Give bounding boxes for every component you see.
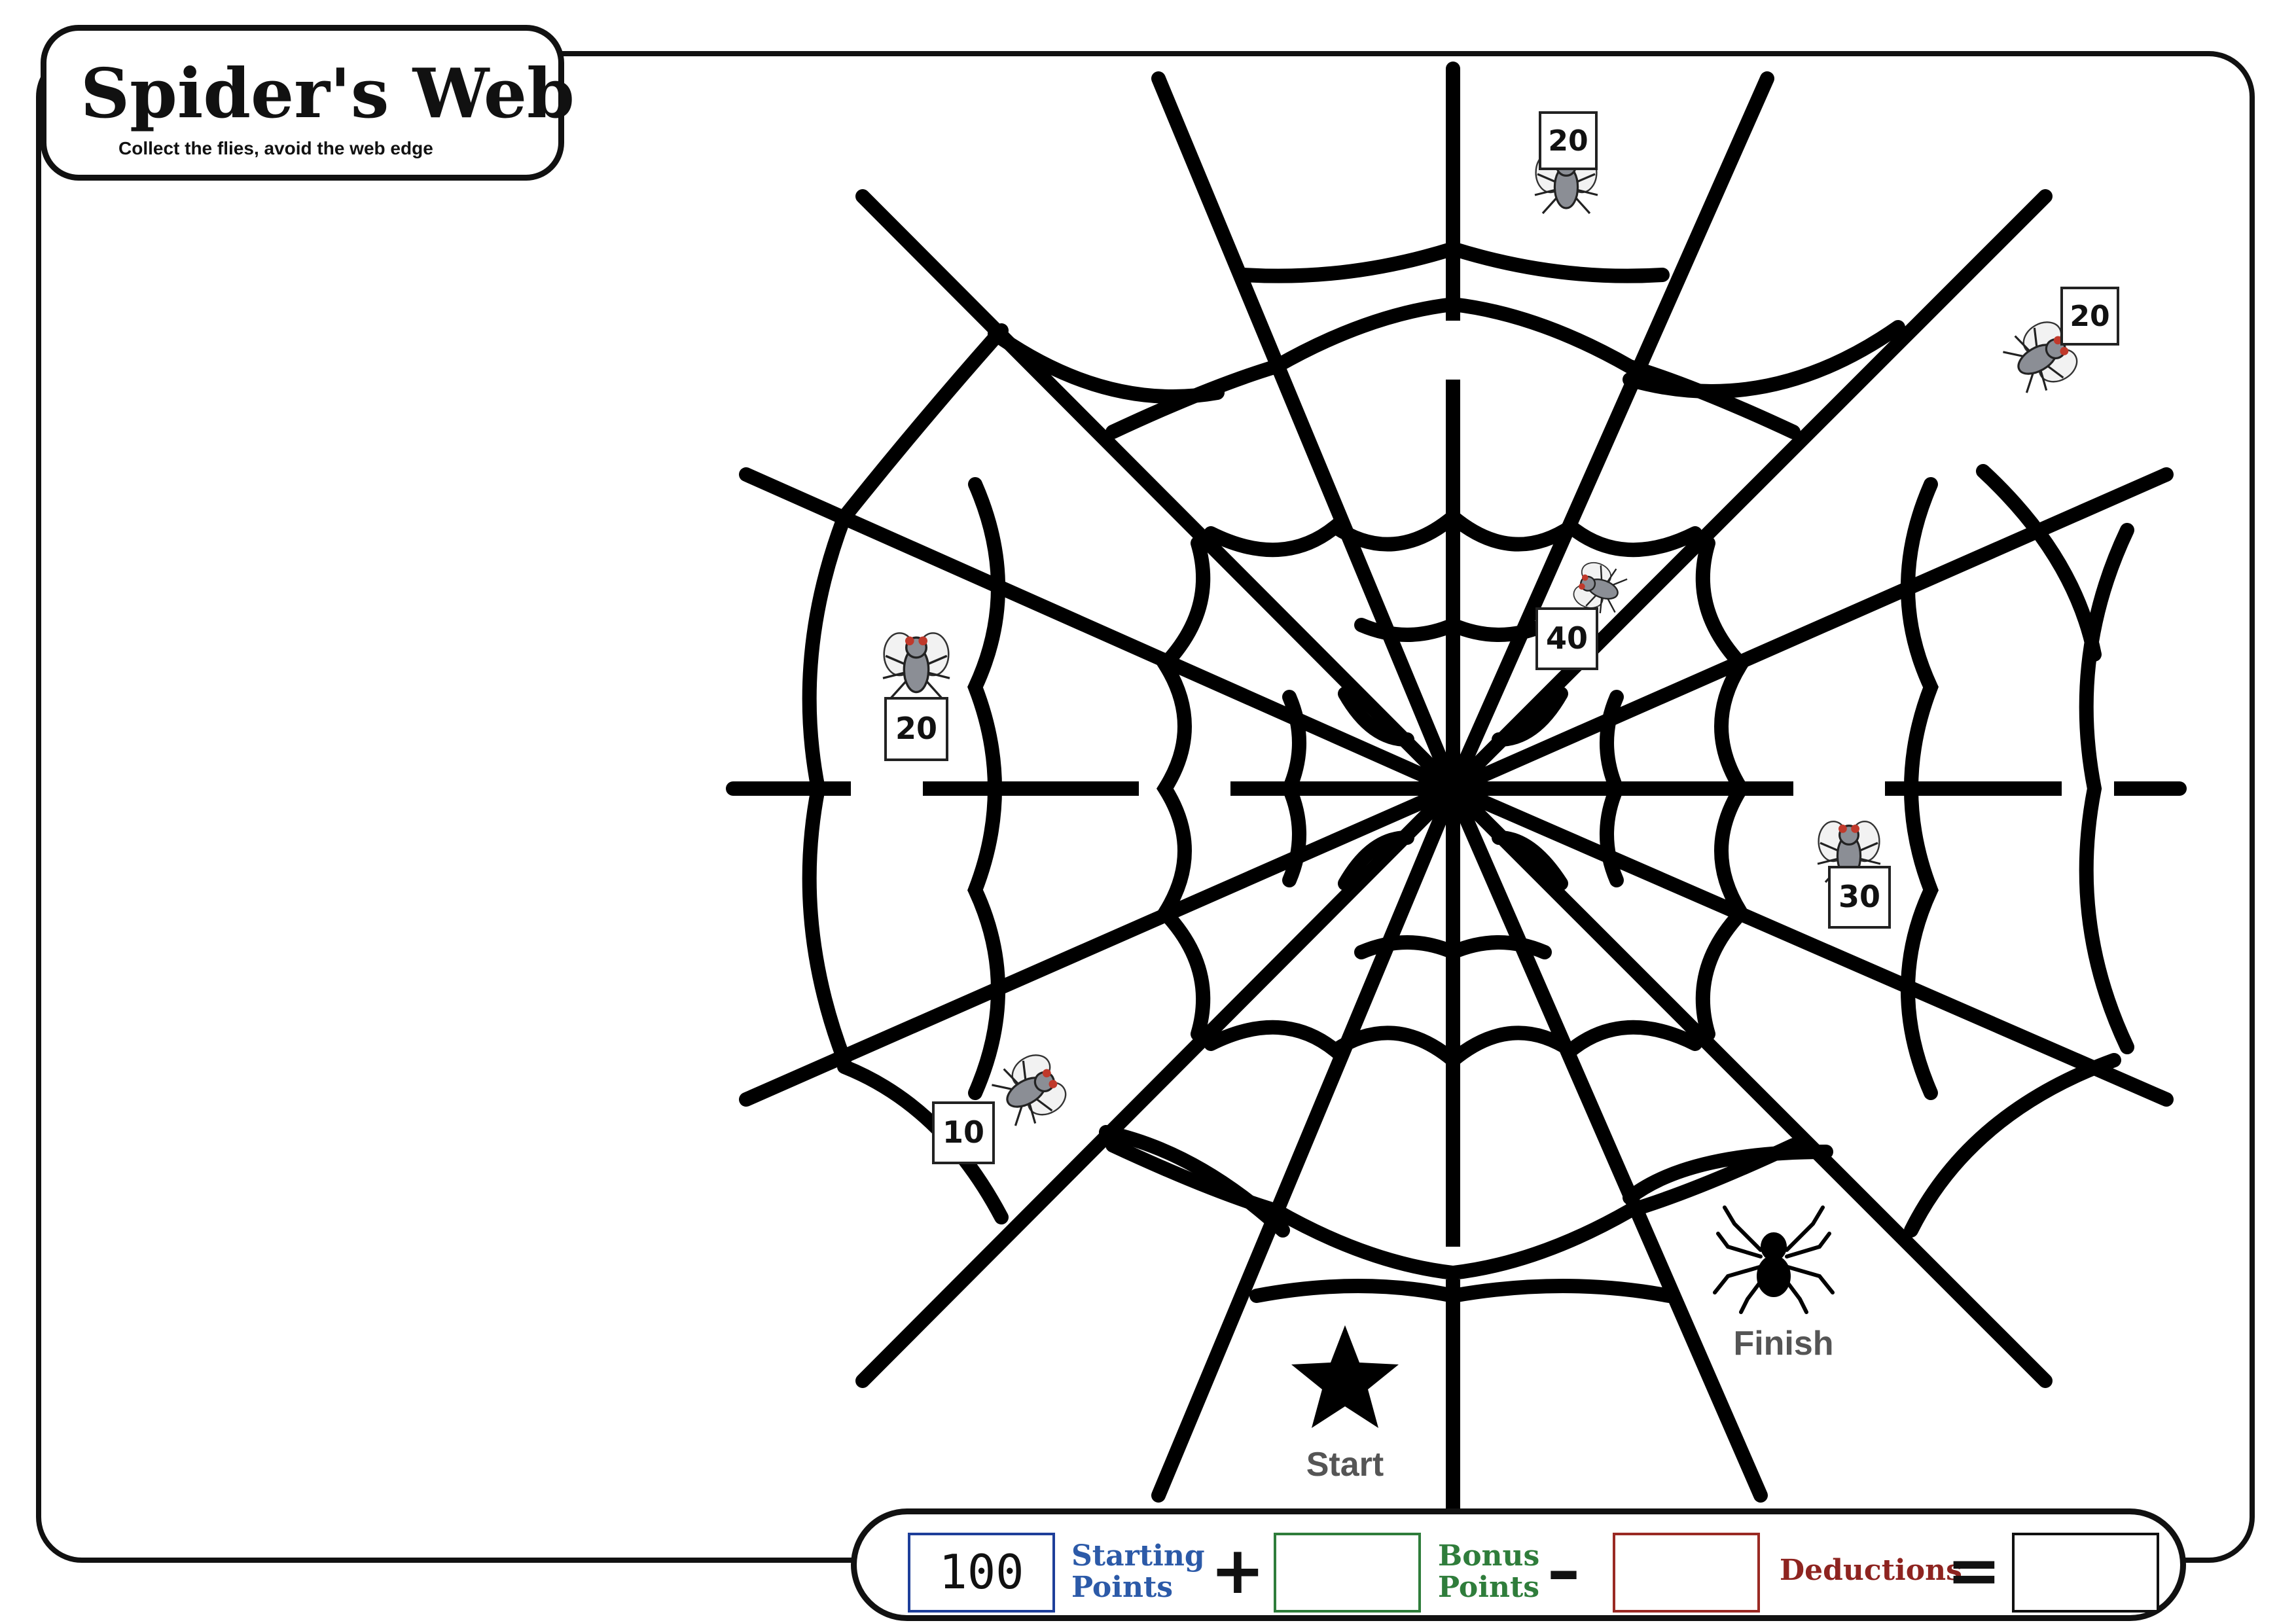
web-spiral bbox=[1623, 1145, 1833, 1205]
fly-points-badge: 20 bbox=[1539, 111, 1598, 170]
web-spiral bbox=[1249, 1279, 1676, 1304]
web-spiral bbox=[1236, 241, 1670, 283]
web-spiral bbox=[1354, 617, 1552, 642]
web-spiral bbox=[1976, 464, 2102, 662]
web-spiral bbox=[1282, 690, 1306, 887]
web-spiral-threads bbox=[802, 241, 2134, 1304]
plus-sign: + bbox=[1210, 1532, 1265, 1609]
bonus-points-box[interactable] bbox=[1274, 1533, 1421, 1613]
web-spiral bbox=[1492, 830, 1568, 891]
web-thread bbox=[1446, 781, 1768, 1503]
web-thread bbox=[1151, 781, 1460, 1503]
fly-points-badge: 20 bbox=[2060, 287, 2119, 346]
fly-points-badge: 20 bbox=[884, 697, 948, 761]
deductions-label: Deductions bbox=[1780, 1554, 1962, 1587]
web-spiral bbox=[1156, 536, 1211, 1041]
web-spiral bbox=[1338, 687, 1414, 747]
page-title: Spider's Web bbox=[81, 53, 575, 134]
fly-points-badge: 10 bbox=[932, 1101, 995, 1164]
web-thread bbox=[855, 781, 1460, 1388]
fly-points-badge: 30 bbox=[1828, 866, 1891, 929]
start-star-icon bbox=[1291, 1325, 1399, 1428]
web-spiral bbox=[837, 323, 1009, 524]
fly-points-value: 40 bbox=[1546, 620, 1588, 656]
web-spiral bbox=[2079, 523, 2134, 1054]
web-spiral bbox=[1695, 536, 1750, 1041]
web-thread bbox=[1151, 71, 1460, 796]
minus-sign: – bbox=[1547, 1532, 1580, 1609]
web-thread bbox=[1446, 189, 2053, 796]
web-thread bbox=[739, 781, 1460, 1107]
web-thread bbox=[1446, 781, 2053, 1388]
web-thread bbox=[1446, 781, 2174, 1107]
finish-label: Finish bbox=[1733, 1325, 1833, 1363]
web-spiral bbox=[802, 510, 852, 1067]
web-thread bbox=[855, 189, 1460, 796]
web-spiral bbox=[1492, 687, 1568, 747]
page-subtitle: Collect the flies, avoid the web edge bbox=[118, 138, 433, 158]
fly-icon bbox=[1573, 562, 1628, 614]
web-spiral bbox=[1338, 830, 1414, 891]
web-spiral bbox=[1204, 507, 1702, 558]
starting-points-label: Starting Points bbox=[1071, 1539, 1205, 1604]
fly-points-value: 10 bbox=[942, 1115, 984, 1150]
fly-points-value: 20 bbox=[1548, 124, 1588, 158]
total-box[interactable] bbox=[2012, 1533, 2159, 1613]
fly-points-badge: 40 bbox=[1535, 607, 1598, 670]
scorecard: 100 Starting Points + Bonus Points – Ded… bbox=[851, 1508, 2186, 1621]
web-spiral bbox=[988, 327, 1225, 404]
web-spiral bbox=[1904, 1053, 2121, 1238]
web-thread bbox=[1446, 71, 1774, 796]
fly-icon bbox=[992, 1054, 1067, 1126]
web-spiral bbox=[1623, 320, 1905, 399]
fly-points-value: 20 bbox=[895, 711, 937, 746]
game-board-frame bbox=[36, 51, 2255, 1563]
web-spiral bbox=[967, 477, 1005, 1100]
title-card: Spider's Web Collect the flies, avoid th… bbox=[41, 25, 575, 181]
fly-points-value: 30 bbox=[1839, 879, 1880, 914]
web-spiral bbox=[1901, 477, 1939, 1100]
fly-icon bbox=[882, 632, 950, 699]
web-spiral bbox=[1105, 296, 1801, 439]
web-thread bbox=[739, 467, 1460, 796]
fly-points-value: 20 bbox=[2070, 300, 2109, 333]
start-label: Start bbox=[1306, 1446, 1384, 1484]
starting-points-box: 100 bbox=[908, 1533, 1055, 1613]
web-spiral bbox=[1204, 1020, 1702, 1070]
web-spiral bbox=[1354, 935, 1552, 960]
web-thread bbox=[1446, 467, 2174, 796]
fly-icon bbox=[2003, 321, 2078, 393]
starting-points-value: 100 bbox=[939, 1544, 1024, 1599]
web-spiral bbox=[1099, 1125, 1290, 1238]
equals-sign: = bbox=[1946, 1532, 2001, 1609]
web-spiral bbox=[1600, 690, 1624, 887]
web-radial-threads bbox=[726, 62, 2187, 1525]
deductions-box[interactable] bbox=[1613, 1533, 1760, 1613]
bonus-points-label: Bonus Points bbox=[1438, 1539, 1540, 1604]
finish-spider bbox=[1713, 1205, 1835, 1314]
